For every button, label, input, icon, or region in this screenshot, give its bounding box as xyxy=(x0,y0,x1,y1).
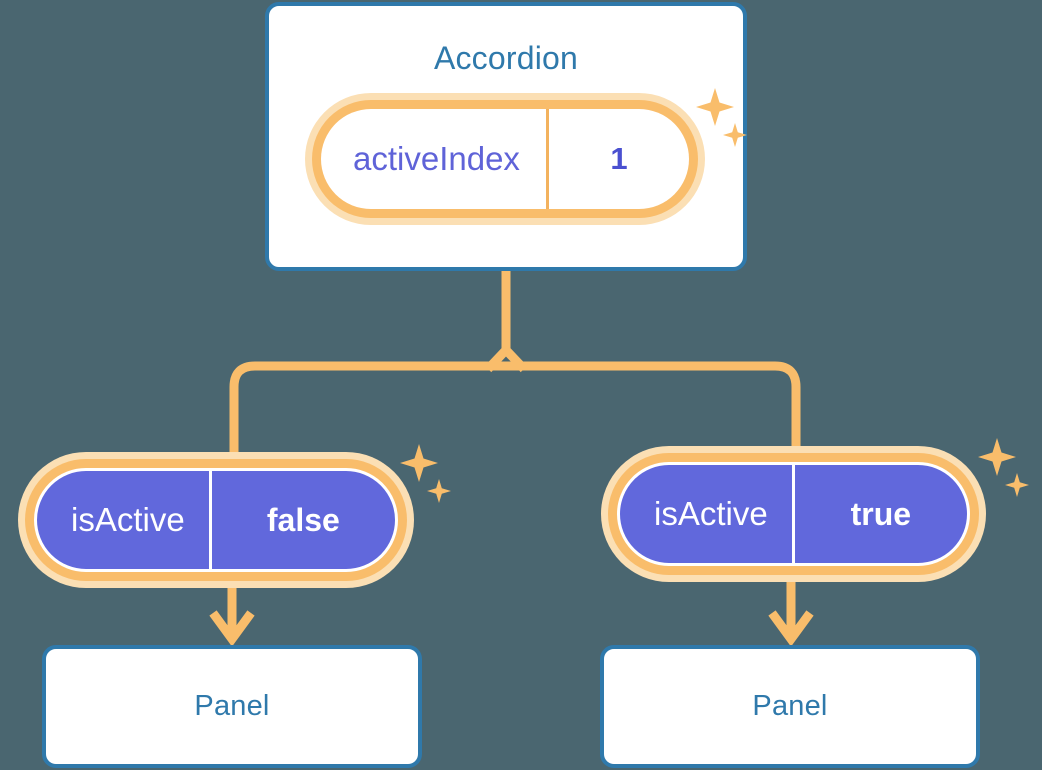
state-pill-is-active-true[interactable]: isActive true xyxy=(601,446,986,582)
connector-bus-left xyxy=(229,361,506,455)
sparkle-icon xyxy=(976,434,1032,504)
state-pill-is-active-false[interactable]: isActive false xyxy=(18,452,414,588)
state-key-label: isActive xyxy=(654,495,768,532)
arrowhead-left xyxy=(209,610,255,647)
panel-title: Panel xyxy=(194,690,270,722)
state-key-label: activeIndex xyxy=(353,140,520,177)
connector-split-notch xyxy=(484,345,528,373)
pill-body: isActive false xyxy=(34,468,398,572)
state-key-label: isActive xyxy=(71,501,185,538)
state-value-label: false xyxy=(208,471,395,569)
state-pill-active-index[interactable]: activeIndex 1 xyxy=(305,93,705,225)
panel-component-card-left[interactable]: Panel xyxy=(42,645,422,768)
pill-body: activeIndex 1 xyxy=(321,109,689,209)
panel-component-card-right[interactable]: Panel xyxy=(600,645,980,768)
pill-body: isActive true xyxy=(617,462,970,566)
state-value-label: true xyxy=(791,465,967,563)
state-value-label: 1 xyxy=(545,109,689,209)
panel-title: Panel xyxy=(752,690,828,722)
arrowhead-right xyxy=(768,610,814,647)
accordion-title: Accordion xyxy=(433,40,579,76)
connector-bus-right xyxy=(506,361,801,450)
